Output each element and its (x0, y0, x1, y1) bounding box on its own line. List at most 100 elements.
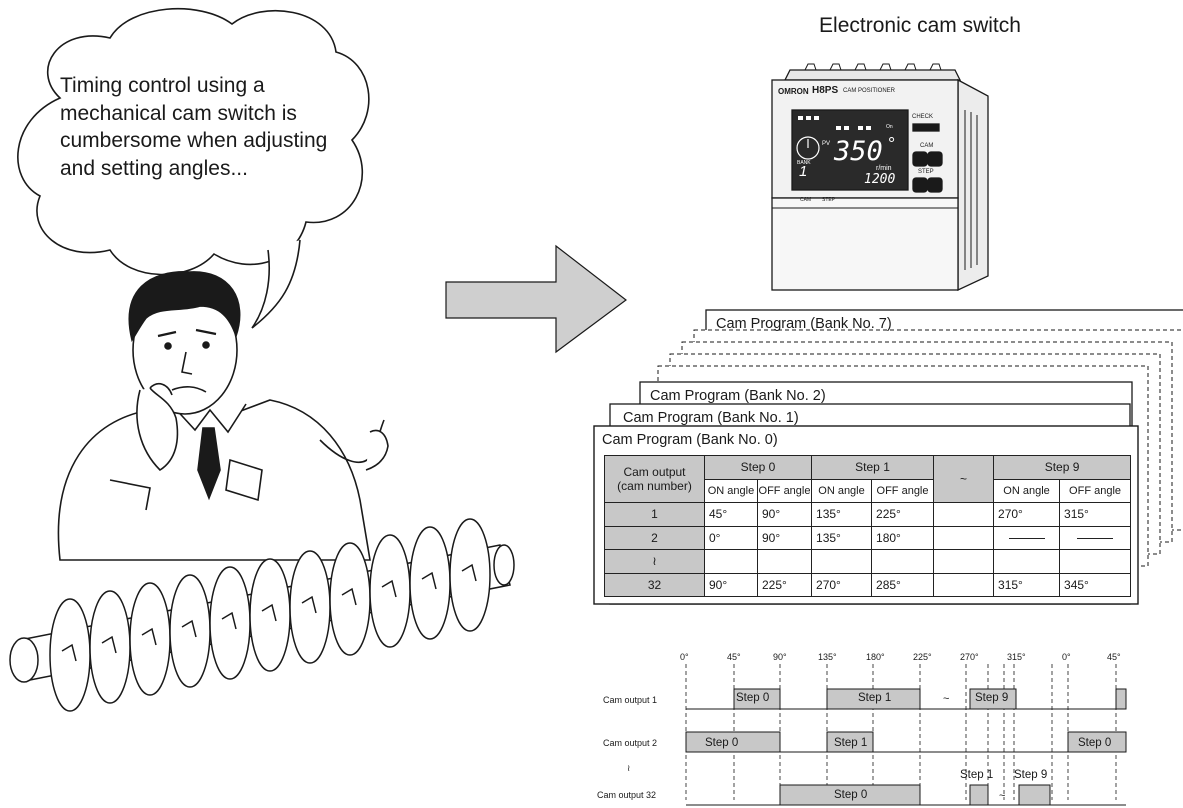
cam-notch (61, 643, 77, 662)
speech-line: and setting angles... (60, 156, 248, 180)
cam-disc (49, 598, 91, 712)
cell-s9-off-dash (1059, 525, 1132, 550)
deg-label: 0° (1062, 652, 1071, 662)
header-cam-output: Cam output (cam number) (604, 455, 705, 503)
cam-notch (301, 595, 317, 614)
cell-empty (756, 549, 813, 574)
cell-s0-on: 45° (704, 502, 758, 527)
speech-line: mechanical cam switch is (60, 101, 297, 125)
device-subtitle: CAM POSITIONER (843, 88, 896, 94)
out1-step1: Step 1 (858, 692, 892, 704)
cell-s1-on: 270° (811, 572, 873, 597)
out1-step0: Step 0 (736, 692, 770, 704)
cam-disc (369, 534, 411, 648)
out32-step9: Step 9 (1014, 769, 1048, 781)
transition-arrow (445, 244, 627, 354)
cam-disc (449, 518, 491, 632)
subheader-on-angle: ON angle (993, 478, 1061, 503)
angle-display: 350 (834, 136, 883, 167)
cell-empty (871, 549, 935, 574)
cell-s9-on: 315° (993, 572, 1061, 597)
cam-output-1-label: Cam output 1 (603, 695, 658, 705)
header-tilde: ~ (933, 455, 995, 503)
cam-number-ellipsis: ≀ (604, 549, 705, 574)
cam-number: 1 (604, 502, 705, 527)
cell-s0-off: 225° (756, 572, 813, 597)
cell-gap (933, 549, 995, 574)
cell-s0-on: 90° (704, 572, 758, 597)
out1-wrap-bar (1115, 688, 1127, 710)
out1-step1-bar (826, 688, 921, 710)
cell-s0-off: 90° (756, 502, 813, 527)
cam-disc (409, 526, 451, 640)
cell-s9-on: 270° (993, 502, 1061, 527)
mechanical-cam-shaft (9, 518, 515, 712)
cell-s9-off: 315° (1059, 502, 1132, 527)
out2-step0b: Step 0 (1078, 737, 1112, 749)
bank-value: 1 (799, 163, 808, 180)
speech-line: Timing control using a (60, 74, 265, 97)
cam-output-32-label: Cam output 32 (597, 790, 657, 800)
cam-notch (421, 571, 437, 590)
bank2-title: Cam Program (Bank No. 2) (650, 388, 826, 404)
cell-s0-off: 90° (756, 525, 813, 550)
cell-gap (933, 525, 995, 550)
deg-label: 45° (1107, 652, 1121, 662)
cell-s1-off: 180° (871, 525, 935, 550)
header-step9: Step 9 (993, 455, 1132, 480)
subheader-off-angle: OFF angle (1059, 478, 1132, 503)
cam-label: CAM (920, 143, 934, 149)
timing-chart (685, 664, 1127, 806)
deg-label: 45° (727, 652, 741, 662)
table-row: 2 0° 90° 135° 180° (604, 525, 1132, 550)
cell-s9-on-dash (993, 525, 1061, 550)
cam-notch (101, 635, 117, 654)
cam-disc (89, 590, 131, 704)
cam-disc (209, 566, 251, 680)
unset-dash (1008, 538, 1045, 540)
subheader-off-angle: OFF angle (756, 478, 813, 503)
subheader-on-angle: ON angle (811, 478, 873, 503)
out32-step1: Step 1 (960, 769, 994, 781)
deg-label: 315° (1007, 652, 1026, 662)
subheader-off-angle: OFF angle (871, 478, 935, 503)
cam-number: 2 (604, 525, 705, 550)
out2-step0b-bar (1067, 731, 1127, 753)
cam-output-2-label: Cam output 2 (603, 738, 658, 748)
bottom-step-label: STEP (822, 197, 836, 203)
cell-s1-off: 285° (871, 572, 935, 597)
out1-step0-bar (733, 688, 781, 710)
cam-disc (129, 582, 171, 696)
out2-step1: Step 1 (834, 737, 868, 749)
header-cam-output-line1: Cam output (623, 465, 686, 479)
deg-label: 225° (913, 652, 932, 662)
deg-label: 135° (818, 652, 837, 662)
cam-notch (261, 603, 277, 622)
bank-label: BANK (797, 160, 811, 166)
out32-tilde: ~ (999, 790, 1006, 802)
person-figure (57, 271, 389, 561)
cell-empty (811, 549, 873, 574)
cam-disc (329, 542, 371, 656)
cam-output-gap-label: ≀ (627, 763, 631, 773)
deg-label: 90° (773, 652, 787, 662)
cam-disc (169, 574, 211, 688)
cam-number: 32 (604, 572, 705, 597)
cam-disc (249, 558, 291, 672)
cam-disc (289, 550, 331, 664)
out32-step9-bar (1018, 784, 1051, 806)
electronic-cam-switch (771, 63, 989, 292)
header-cam-output-line2: (cam number) (617, 479, 692, 493)
angle-unit: ° (888, 134, 896, 154)
speed-value: 1200 (864, 172, 896, 187)
subheader-on-angle: ON angle (704, 478, 758, 503)
cell-s0-on: 0° (704, 525, 758, 550)
step-label: STEP (918, 169, 934, 175)
deg-label: 0° (680, 652, 689, 662)
speech-line: cumbersome when adjusting (60, 129, 328, 152)
cam-notch (141, 627, 157, 646)
out1-step9: Step 9 (975, 692, 1009, 704)
out32-step0-bar (779, 784, 921, 806)
table-row: ≀ (604, 549, 1132, 574)
